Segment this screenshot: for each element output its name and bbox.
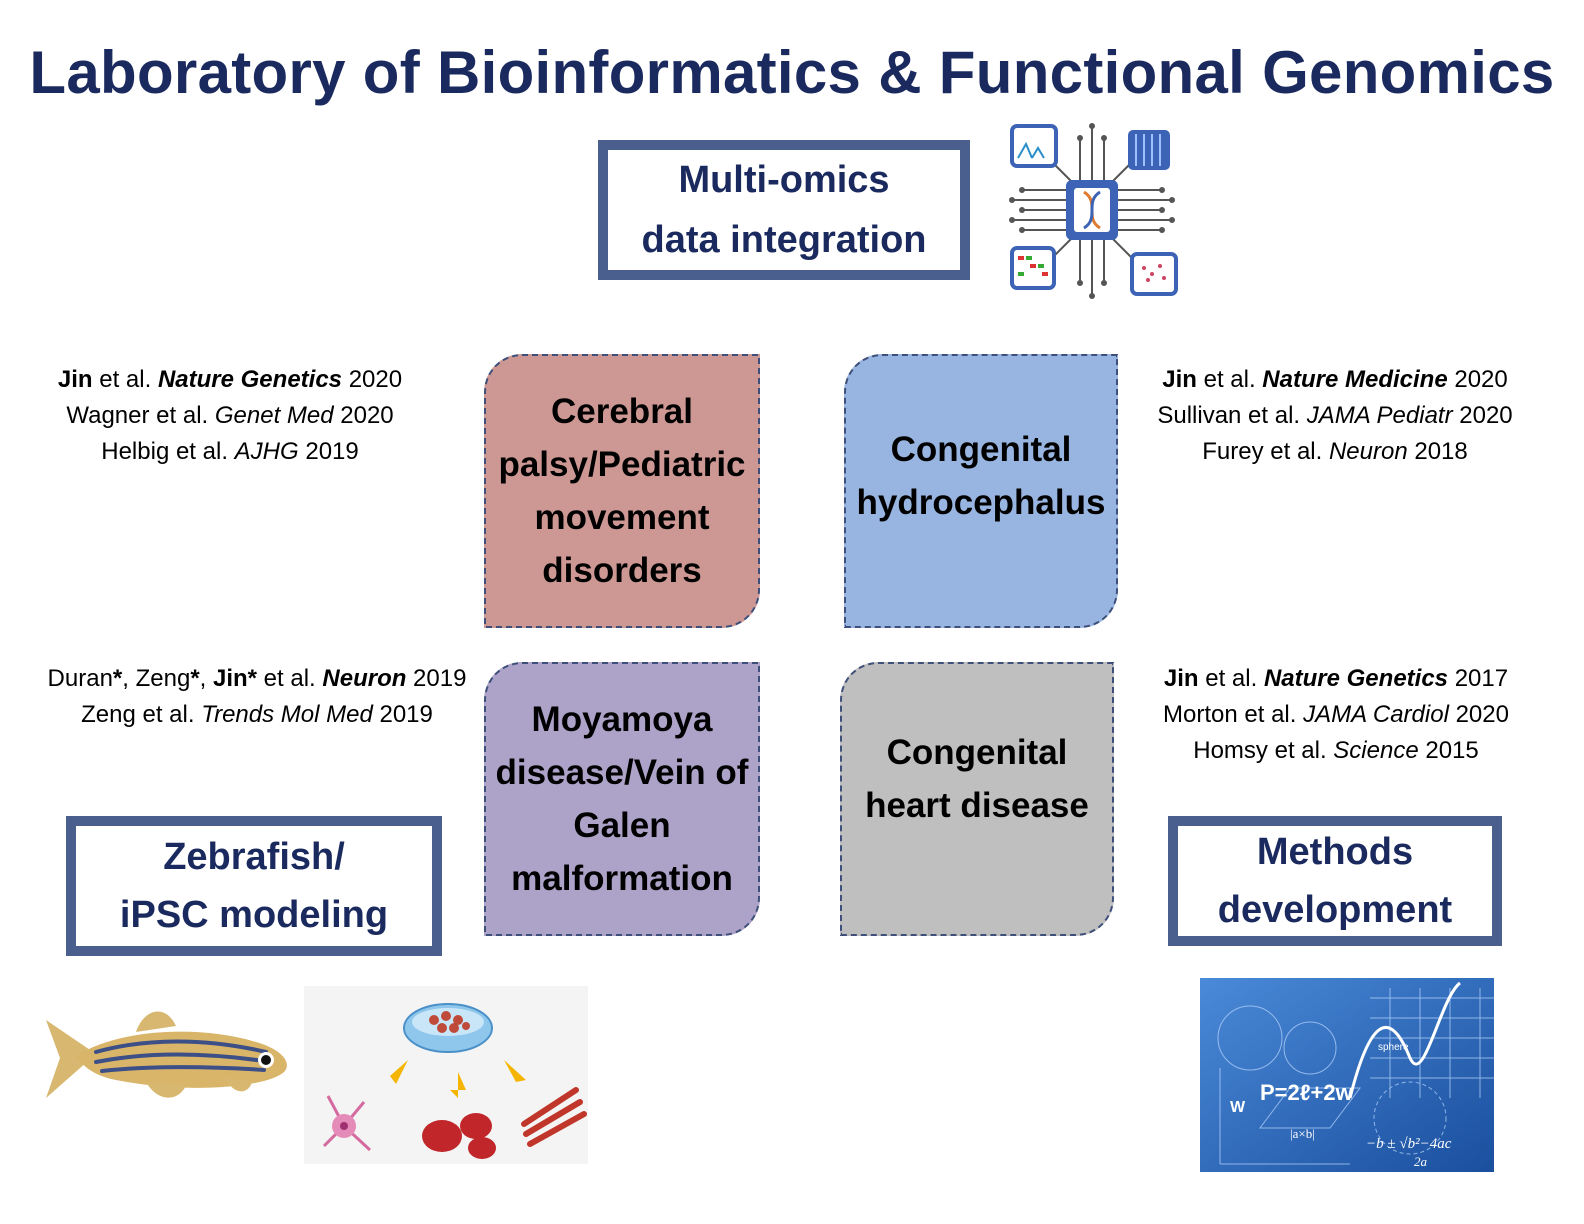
ref-line: Furey et al. Neuron 2018 [1202, 438, 1468, 465]
math-w-label: W [1230, 1099, 1246, 1116]
tile-cerebral-line4: disorders [542, 551, 702, 590]
tile-cerebral-line2: palsy/Pediatric [498, 445, 746, 484]
ref-line: Duran*, Zeng*, Jin* et al. Neuron 2019 [47, 665, 467, 692]
refs-top-right: Jin et al. Nature Medicine 2020 Sullivan… [1130, 362, 1540, 470]
page-title: Laboratory of Bioinformatics & Functiona… [29, 39, 1555, 106]
ref-line: Helbig et al. AJHG 2019 [101, 438, 359, 465]
tile-moyamoya-line2: disease/Vein of [495, 753, 749, 792]
dna-chip-icon [1009, 123, 1178, 299]
multiomics-box: Multi-omics data integration [598, 140, 970, 280]
refs-bottom-right: Jin et al. Nature Genetics 2017 Morton e… [1130, 661, 1542, 769]
math-eq-denominator: 2a [1414, 1154, 1428, 1169]
tile-heart-line2: heart disease [865, 786, 1089, 825]
petri-dish-icon [304, 986, 588, 1164]
ref-line: Sullivan et al. JAMA Pediatr 2020 [1157, 402, 1513, 429]
methods-line1: Methods [1256, 831, 1414, 873]
ref-line: Jin et al. Nature Genetics 2020 [57, 366, 403, 393]
tile-heart-line1: Congenital [886, 733, 1068, 772]
refs-bottom-left: Duran*, Zeng*, Jin* et al. Neuron 2019 Z… [20, 661, 494, 733]
ref-line: Wagner et al. Genet Med 2020 [66, 402, 394, 429]
tile-moyamoya-line1: Moyamoya [531, 700, 713, 739]
zebrafish-line2: iPSC modeling [119, 894, 389, 936]
tile-moyamoya-line3: Galen [573, 806, 671, 845]
multiomics-line1: Multi-omics [678, 159, 890, 201]
tile-moyamoya: Moyamoya disease/Vein of Galen malformat… [484, 662, 760, 936]
math-eq-quadratic: −b ± √b²−4ac [1366, 1136, 1452, 1152]
tile-heart-disease: Congenital heart disease [840, 662, 1114, 936]
ref-line: Zeng et al. Trends Mol Med 2019 [81, 701, 433, 728]
zebrafish-line1: Zebrafish/ [163, 836, 345, 878]
tile-cerebral-line3: movement [534, 498, 710, 537]
math-eq-perimeter: P=2ℓ+2w [1260, 1080, 1354, 1105]
tile-cerebral-line1: Cerebral [550, 392, 694, 431]
tile-hydro-line2: hydrocephalus [856, 483, 1106, 522]
tile-hydrocephalus: Congenital hydrocephalus [844, 354, 1118, 628]
multiomics-line2: data integration [641, 219, 927, 261]
tile-hydro-line1: Congenital [890, 430, 1072, 469]
tile-moyamoya-line4: malformation [511, 859, 733, 898]
ref-line: Jin et al. Nature Medicine 2020 [1162, 366, 1508, 393]
math-sphere-label: sphere [1378, 1042, 1409, 1053]
tile-cerebral-palsy: Cerebral palsy/Pediatric movement disord… [484, 354, 760, 628]
zebrafish-box: Zebrafish/ iPSC modeling [66, 816, 442, 956]
refs-top-left: Jin et al. Nature Genetics 2020 Wagner e… [0, 362, 460, 470]
ref-line: Homsy et al. Science 2015 [1193, 737, 1479, 764]
methods-box: Methods development [1168, 816, 1502, 946]
ref-line: Jin et al. Nature Genetics 2017 [1163, 665, 1509, 692]
ref-line: Morton et al. JAMA Cardiol 2020 [1163, 701, 1509, 728]
zebrafish-icon [46, 1011, 287, 1098]
math-cross-product: |a×b| [1290, 1126, 1315, 1141]
math-board-icon: P=2ℓ+2w W sphere |a×b| −b ± √b²−4ac 2a [1200, 978, 1494, 1172]
methods-line2: development [1217, 889, 1453, 931]
